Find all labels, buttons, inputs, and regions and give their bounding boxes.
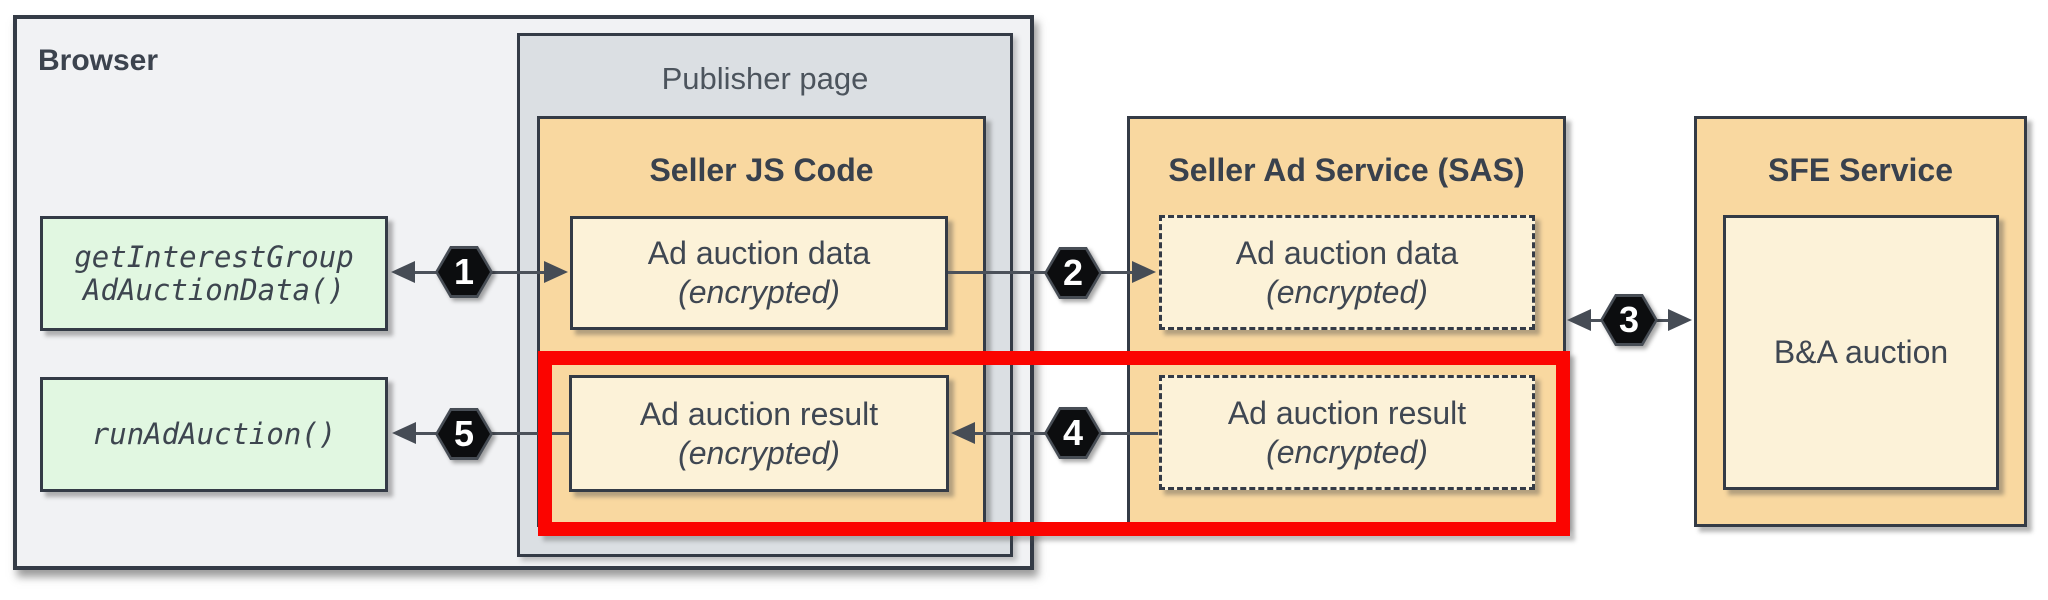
highlight-rectangle	[538, 351, 1570, 536]
run-ad-auction-box: runAdAuction()	[40, 377, 388, 492]
seller-js-ad-auction-result-line1: Ad auction result	[639, 395, 879, 432]
browser-label: Browser	[38, 44, 159, 77]
arrow-2-arrowhead-icon	[1132, 261, 1156, 283]
get-interest-group-ad-auction-data-box: getInterestGroup AdAuctionData()	[40, 216, 388, 331]
sas-ad-auction-result-box: Ad auction result (encrypted)	[1159, 375, 1535, 490]
seller-js-ad-auction-data-box: Ad auction data (encrypted)	[570, 216, 948, 330]
sas-ad-auction-data-box: Ad auction data (encrypted)	[1159, 215, 1535, 330]
seller-js-ad-auction-data-line2: (encrypted)	[678, 274, 840, 310]
publisher-page-label: Publisher page	[661, 61, 869, 96]
step-4-number: 4	[1062, 412, 1084, 453]
seller-js-code-label: Seller JS Code	[649, 152, 874, 188]
step-2-number: 2	[1062, 252, 1084, 293]
step-4-badge: 4	[1044, 407, 1102, 459]
step-3-badge: 3	[1600, 294, 1658, 346]
arrow-5-arrowhead-icon	[392, 422, 416, 444]
step-5-badge: 5	[435, 408, 493, 460]
arrow-2-line	[948, 271, 1140, 274]
step-1-number: 1	[453, 251, 475, 292]
ba-auction-box: B&A auction	[1723, 215, 1999, 490]
arrow-3-left-arrowhead-icon	[1567, 309, 1591, 331]
get-interest-group-line1: getInterestGroup	[74, 239, 354, 274]
step-3-number: 3	[1618, 299, 1640, 340]
step-1-badge: 1	[435, 246, 493, 298]
arrow-1-right-arrowhead-icon	[544, 261, 568, 283]
seller-js-ad-auction-result-box: Ad auction result (encrypted)	[569, 375, 949, 492]
seller-ad-service-label: Seller Ad Service (SAS)	[1168, 152, 1525, 188]
seller-js-ad-auction-result-line2: (encrypted)	[678, 434, 840, 471]
arrow-3-right-arrowhead-icon	[1668, 309, 1692, 331]
step-5-number: 5	[453, 413, 475, 454]
sas-ad-auction-result-line1: Ad auction result	[1227, 394, 1467, 431]
arrow-4-arrowhead-icon	[951, 422, 975, 444]
ba-auction-label: B&A auction	[1773, 334, 1949, 370]
get-interest-group-line2: AdAuctionData()	[83, 272, 345, 307]
sfe-service-label: SFE Service	[1768, 152, 1953, 188]
run-ad-auction-label: runAdAuction()	[91, 417, 337, 451]
arrow-1-left-arrowhead-icon	[391, 261, 415, 283]
sas-ad-auction-data-line2: (encrypted)	[1266, 273, 1428, 310]
sas-ad-auction-result-line2: (encrypted)	[1266, 433, 1428, 470]
sas-ad-auction-data-line1: Ad auction data	[1235, 234, 1459, 271]
seller-js-ad-auction-data-line1: Ad auction data	[647, 235, 871, 271]
step-2-badge: 2	[1044, 247, 1102, 299]
